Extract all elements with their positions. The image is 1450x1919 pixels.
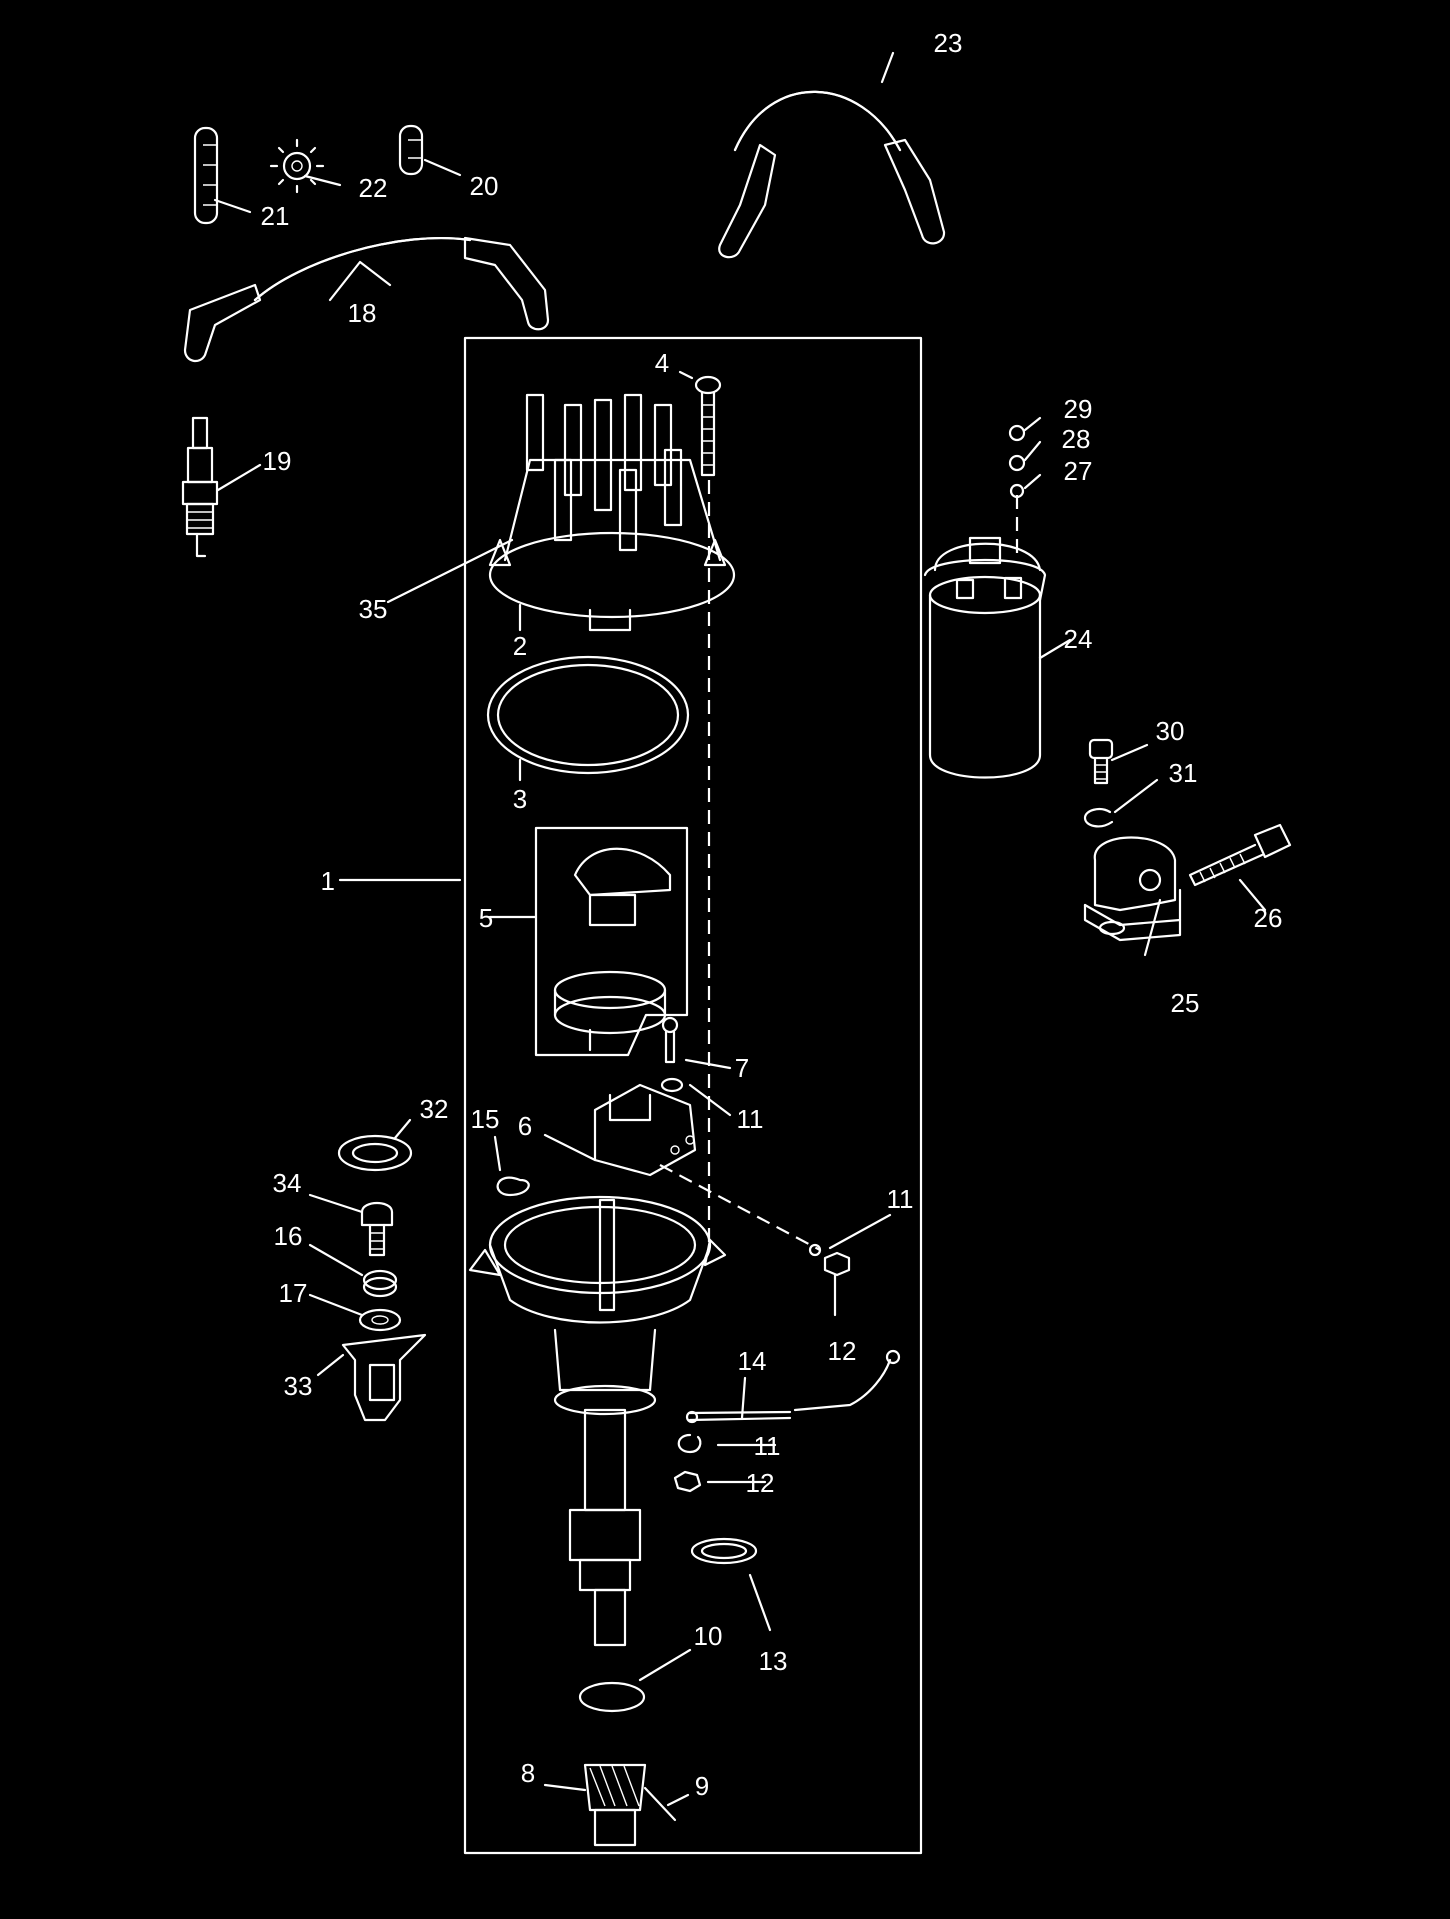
callout-7: 7 [735,1053,749,1083]
washer-17-part [358,1308,402,1332]
coil-wire-part [718,90,946,259]
callout-12-b: 12 [746,1468,775,1498]
callout-10: 10 [694,1621,723,1651]
rotor-part [553,847,672,1052]
callout-3: 3 [513,784,527,814]
wire-separator-22-part [269,138,325,194]
ground-strap-part [685,1349,901,1424]
callout-20: 20 [470,171,499,201]
callout-6: 6 [518,1111,532,1141]
washer-16-part [362,1269,398,1298]
callout-5: 5 [479,903,493,933]
callout-2: 2 [513,631,527,661]
cap-screw-part [694,375,722,477]
washer-32-part [337,1134,413,1172]
callout-33: 33 [284,1371,313,1401]
distributor-housing-part [468,1195,727,1647]
thrust-washer-part [578,1681,646,1713]
callout-29: 29 [1064,394,1093,424]
module-screw-part [661,1016,679,1064]
ignition-module-part [593,1083,697,1177]
drive-gear-part [583,1763,647,1847]
bracket-washer-31-part [1083,808,1114,828]
callout-30: 30 [1156,716,1185,746]
gear-pin-part [643,1786,677,1822]
nut-12-lower-part [673,1470,702,1493]
callout-35: 35 [359,594,388,624]
callout-14: 14 [738,1346,767,1376]
spark-plug-wire-part [183,236,550,363]
bracket-bolt-26-part [1188,823,1292,887]
washer-11-top-part [660,1077,684,1093]
distributor-assembly-box [463,336,923,1855]
distributor-cap-part [488,393,736,632]
base-gasket-part [690,1537,758,1565]
cap-seal-part [486,655,690,775]
washer-11-lower-part [677,1433,702,1454]
callout-15: 15 [471,1104,500,1134]
washer-11-right-part [808,1243,822,1257]
retaining-clip-part [496,1176,530,1197]
callout-19: 19 [263,446,292,476]
screw-34-part [360,1201,394,1257]
coil-nut-28-part [1008,454,1026,472]
callout-25: 25 [1171,988,1200,1018]
assembly-lines [659,480,1019,1251]
callout-27: 27 [1064,456,1093,486]
callout-11-a: 11 [737,1104,764,1134]
coil-washer-27-part [1009,483,1025,499]
callout-13: 13 [759,1646,788,1676]
callout-4: 4 [655,348,669,378]
callout-1: 1 [321,866,335,896]
rotor-kit-box [534,826,689,1057]
callout-34: 34 [273,1168,302,1198]
callout-8: 8 [521,1758,535,1788]
ignition-coil-part [923,536,1047,779]
callout-24: 24 [1064,624,1093,654]
callout-18: 18 [348,298,377,328]
callout-labels: 1 2 3 4 5 6 7 8 9 10 11 11 11 12 12 13 1… [261,28,1283,1801]
weight-33-part [341,1333,427,1422]
callout-22: 22 [359,173,388,203]
callout-23: 23 [934,28,963,58]
wire-loom-21-part [193,126,219,225]
callout-12-a: 12 [828,1336,857,1366]
callout-17: 17 [279,1278,308,1308]
wire-loom-20-part [398,124,424,176]
callout-28: 28 [1062,424,1091,454]
callout-26: 26 [1254,903,1283,933]
spark-plug-part [181,416,219,558]
callout-31: 31 [1169,758,1198,788]
callout-32: 32 [420,1094,449,1124]
leader-lines [213,51,1267,1807]
callout-21: 21 [261,201,290,231]
callout-11-c: 11 [754,1431,781,1461]
callout-11-b: 11 [887,1184,914,1214]
coil-bracket-part [1083,836,1182,942]
callout-9: 9 [695,1771,709,1801]
bracket-bolt-30-part [1088,738,1114,785]
callout-16: 16 [274,1221,303,1251]
nut-12-right-part [823,1251,851,1277]
coil-nut-29-part [1008,424,1026,442]
